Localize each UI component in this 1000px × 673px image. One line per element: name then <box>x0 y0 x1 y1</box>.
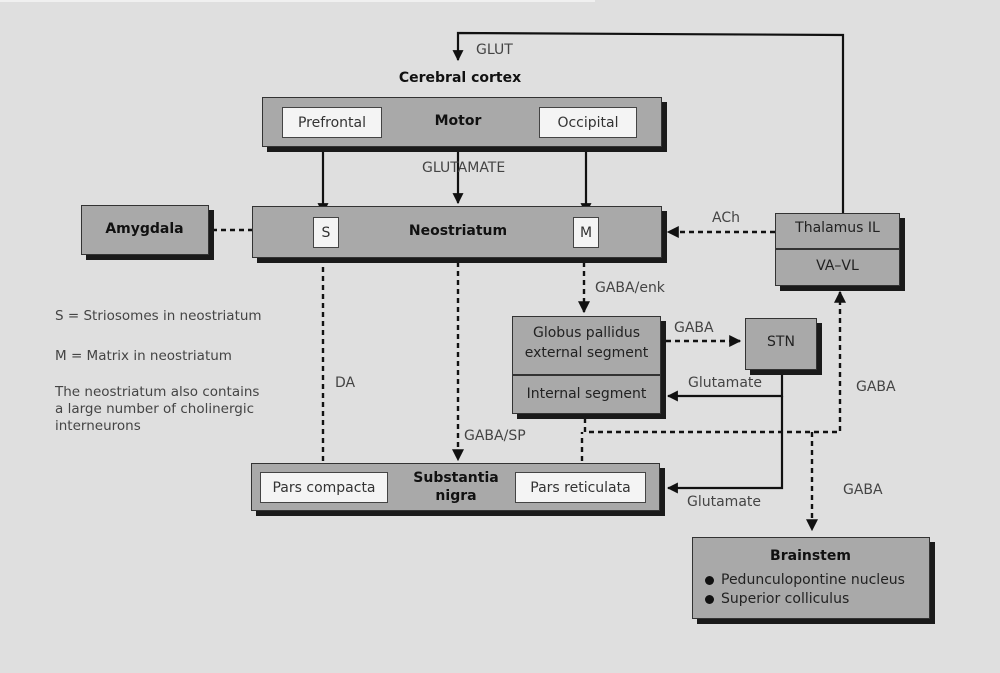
legend-s: S = Striosomes in neostriatum <box>55 308 262 324</box>
gp-divider <box>513 374 660 376</box>
amygdala-label: Amygdala <box>105 221 184 237</box>
label-ach: ACh <box>712 210 740 226</box>
thalamus-box: Thalamus IL VA–VL <box>775 213 900 286</box>
top-edge <box>0 0 595 2</box>
globus-pallidus-box: Globus pallidus external segment Interna… <box>512 316 661 414</box>
label-da: DA <box>335 375 356 391</box>
brainstem-item: Superior colliculus <box>705 590 905 609</box>
bullet-icon <box>705 594 714 604</box>
label-gaba-brainstem: GABA <box>843 482 883 498</box>
pars-reticulata-box: Pars reticulata <box>515 472 646 503</box>
note-line-1: The neostriatum also contains <box>55 384 260 400</box>
substantia-nigra-box: Pars compacta Substantia nigra Pars reti… <box>251 463 660 511</box>
brainstem-box: Brainstem Pedunculopontine nucleus Super… <box>692 537 930 619</box>
note-line-2: a large number of cholinergic <box>55 401 255 417</box>
matrix-box: M <box>573 217 599 248</box>
bullet-icon <box>705 575 714 585</box>
label-gaba-gp-stn: GABA <box>674 320 714 336</box>
label-glut: GLUT <box>476 42 513 58</box>
note-line-3: interneurons <box>55 418 141 434</box>
stn-box: STN <box>745 318 817 370</box>
occipital-box: Occipital <box>539 107 637 138</box>
amygdala-box: Amygdala <box>81 205 209 255</box>
stn-label: STN <box>767 334 795 350</box>
legend-m: M = Matrix in neostriatum <box>55 348 232 364</box>
neostriatum-label: Neostriatum <box>408 223 508 239</box>
prefrontal-box: Prefrontal <box>282 107 382 138</box>
label-gaba-sp: GABA/SP <box>464 428 526 444</box>
sn-line1: Substantia <box>413 470 499 486</box>
label-glutamate: GLUTAMATE <box>422 160 506 176</box>
legend-note: The neostriatum also contains a large nu… <box>55 384 259 435</box>
gp-external-line2: external segment <box>524 345 649 361</box>
neostriatum-box: S Neostriatum M <box>252 206 662 258</box>
brainstem-list: Pedunculopontine nucleus Superior collic… <box>705 571 905 609</box>
thalamus-il-label: Thalamus IL <box>795 220 880 236</box>
motor-label: Motor <box>434 113 482 129</box>
arrow-glut <box>452 31 845 220</box>
pars-compacta-box: Pars compacta <box>260 472 388 503</box>
brainstem-item: Pedunculopontine nucleus <box>705 571 905 590</box>
gp-external-label: Globus pallidus external segment <box>513 323 660 363</box>
thalamus-divider <box>776 248 899 250</box>
substantia-nigra-label: Substantia nigra <box>392 469 520 505</box>
label-glutamate-stn-gpi: Glutamate <box>688 375 762 391</box>
cerebral-cortex-title: Cerebral cortex <box>398 70 522 86</box>
arrow-stn-snr <box>666 396 784 494</box>
striosome-box: S <box>313 217 339 248</box>
va-vl-label: VA–VL <box>816 258 859 274</box>
label-gaba-thalamus: GABA <box>856 379 896 395</box>
sn-line2: nigra <box>435 488 477 504</box>
label-glutamate-stn-snr: Glutamate <box>687 494 761 510</box>
cerebral-cortex-box: Prefrontal Motor Occipital <box>262 97 662 147</box>
gp-internal-label: Internal segment <box>526 386 647 402</box>
brainstem-label: Brainstem <box>770 548 851 564</box>
label-gaba-enk: GABA/enk <box>595 280 665 296</box>
gp-external-line1: Globus pallidus <box>533 325 640 341</box>
